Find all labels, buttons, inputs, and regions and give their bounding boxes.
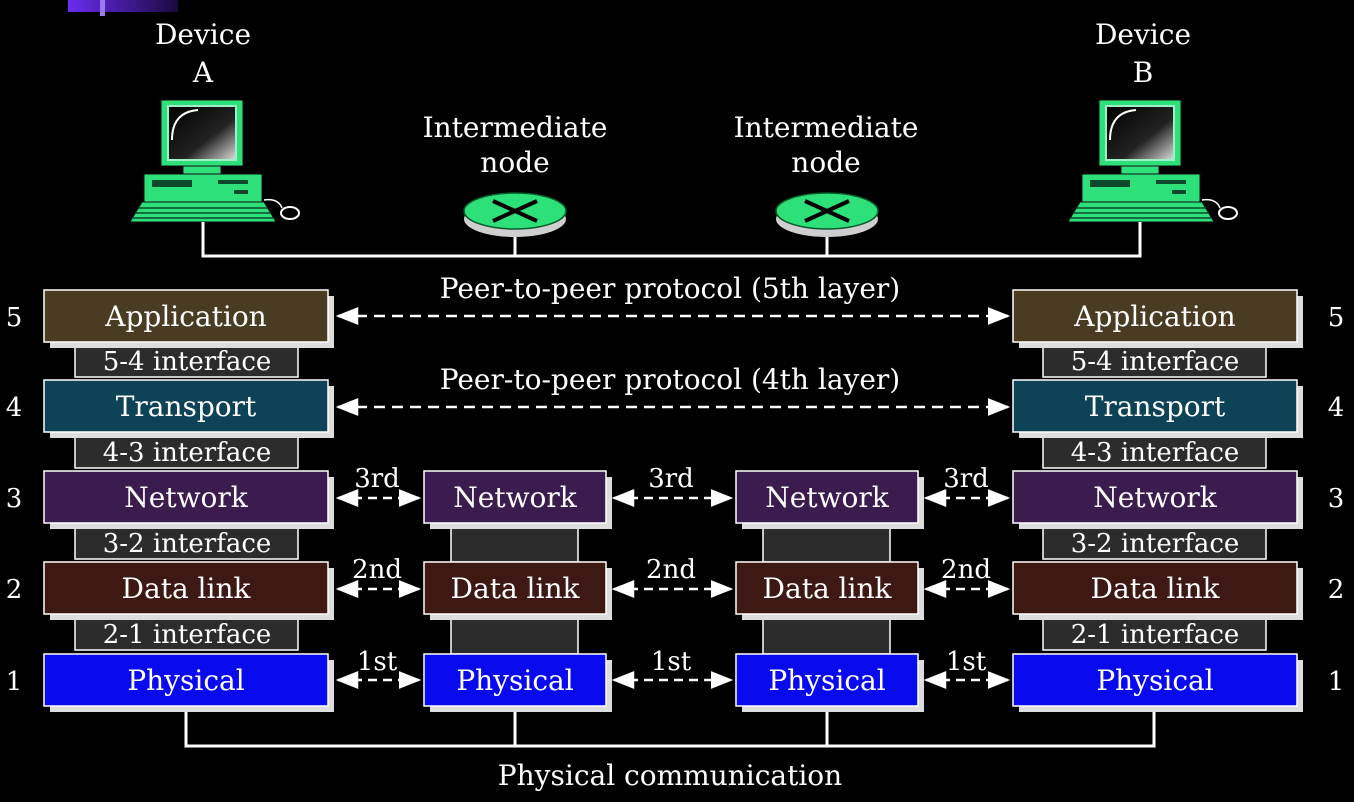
node-2-connector-upper: [762, 522, 891, 563]
node-2-physical-box: [735, 653, 919, 707]
device-b-interface-21-label: 2-1 interface: [1071, 620, 1240, 650]
layer-number-left-1: 1: [6, 667, 23, 697]
hop-1st-a-label: 1st: [357, 647, 398, 677]
node-1-label-line2: node: [480, 146, 549, 179]
protocol-5th-label: Peer-to-peer protocol (5th layer): [440, 272, 900, 305]
device-a-transport-label: Transport: [116, 390, 257, 423]
device-a-datalink-label: Data link: [122, 572, 252, 605]
device-a-application-label: Application: [104, 300, 266, 333]
hop-3rd-a-label: 3rd: [354, 464, 400, 494]
layer-number-right-3: 3: [1328, 484, 1345, 514]
device-a-network-label: Network: [124, 481, 249, 514]
hop-3rd-b-label: 3rd: [648, 464, 694, 494]
node-1-physical-box: [423, 653, 607, 707]
layer-number-left-4: 4: [6, 393, 23, 423]
device-b-datalink-box: [1012, 561, 1298, 615]
node-2-label-line2: node: [791, 146, 860, 179]
router-1-icon: [463, 192, 567, 237]
device-a-label-line2: A: [192, 56, 214, 89]
top-network-line: [201, 222, 1142, 258]
device-b-transport-label: Transport: [1085, 390, 1226, 423]
node-1-network-label: Network: [453, 481, 578, 514]
device-a-application-box: [43, 289, 329, 343]
router-2-icon: [775, 192, 879, 237]
device-a-interface-21-label: 2-1 interface: [103, 620, 272, 650]
node-2-network-box: [735, 470, 919, 524]
physical-bus-line: [184, 712, 1156, 748]
node-2-physical-label: Physical: [768, 664, 885, 697]
device-b-datalink-label: Data link: [1091, 572, 1221, 605]
node-1-connector-upper: [450, 522, 579, 563]
layer-number-right-5: 5: [1328, 303, 1345, 333]
node-2-datalink-label: Data link: [763, 572, 893, 605]
device-b-network-box: [1012, 470, 1298, 524]
device-b-interface-32-label: 3-2 interface: [1071, 529, 1240, 559]
hop-2nd-c-label: 2nd: [941, 555, 991, 585]
device-b-interface-43-label: 4-3 interface: [1071, 438, 1240, 468]
node-2-label-line1: Intermediate: [734, 111, 919, 144]
layer-number-left-5: 5: [6, 303, 23, 333]
device-b-network-label: Network: [1093, 481, 1218, 514]
device-b-interface-54-label: 5-4 interface: [1071, 347, 1240, 377]
hop-2nd-b-label: 2nd: [646, 555, 696, 585]
device-b-application-label: Application: [1073, 300, 1235, 333]
node-2-network-label: Network: [765, 481, 890, 514]
hop-3rd-c-label: 3rd: [943, 464, 989, 494]
layer-number-right-4: 4: [1328, 393, 1345, 423]
device-a-transport-box: [43, 379, 329, 433]
layer-number-left-3: 3: [6, 484, 23, 514]
layer-number-left-2: 2: [6, 575, 23, 605]
device-a-interface-32-label: 3-2 interface: [103, 529, 272, 559]
physical-communication-label: Physical communication: [498, 759, 842, 792]
node-1-physical-label: Physical: [456, 664, 573, 697]
device-b-transport-box: [1012, 379, 1298, 433]
device-b-physical-box: [1012, 653, 1298, 707]
device-a-interface-43-label: 4-3 interface: [103, 438, 272, 468]
protocol-4th-label: Peer-to-peer protocol (4th layer): [440, 363, 900, 396]
device-a-physical-box: [43, 653, 329, 707]
device-a-interface-54-label: 5-4 interface: [103, 347, 272, 377]
device-a-label-line1: Device: [155, 18, 251, 51]
layer-number-right-1: 1: [1328, 667, 1345, 697]
device-a-physical-label: Physical: [127, 664, 244, 697]
device-a-network-box: [43, 470, 329, 524]
node-1-datalink-label: Data link: [451, 572, 581, 605]
hop-1st-c-label: 1st: [946, 647, 987, 677]
node-2-datalink-box: [735, 561, 919, 615]
device-b-label-line2: B: [1133, 56, 1154, 89]
device-a-datalink-box: [43, 561, 329, 615]
node-1-datalink-box: [423, 561, 607, 615]
layer-number-right-2: 2: [1328, 575, 1345, 605]
computer-a-icon: [129, 99, 300, 223]
device-b-physical-label: Physical: [1096, 664, 1213, 697]
node-1-network-box: [423, 470, 607, 524]
node-1-label-line1: Intermediate: [423, 111, 608, 144]
computer-b-icon: [1067, 99, 1238, 223]
hop-2nd-a-label: 2nd: [352, 555, 402, 585]
hop-1st-b-label: 1st: [651, 647, 692, 677]
corner-logo: [68, 0, 178, 16]
device-b-label-line1: Device: [1095, 18, 1191, 51]
device-b-application-box: [1012, 289, 1298, 343]
